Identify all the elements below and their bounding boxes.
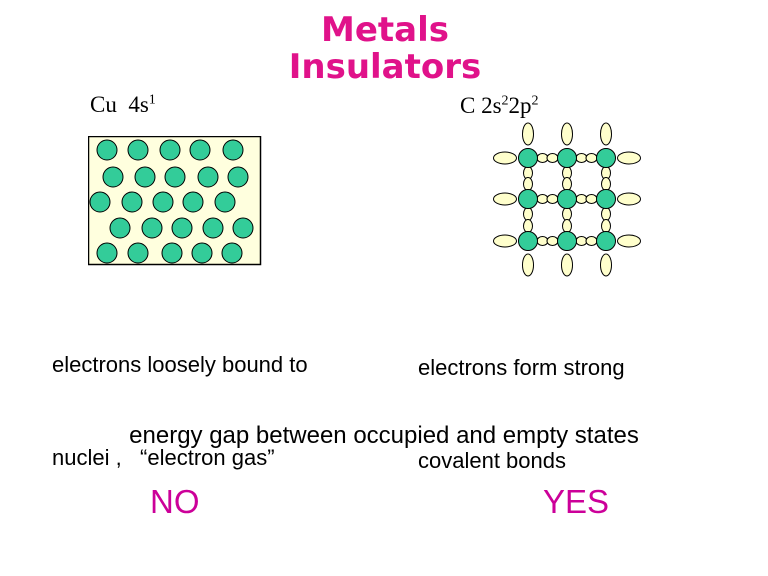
covalent-lattice-svg bbox=[493, 122, 641, 277]
metals-caption: electrons loosely bound to nuclei , “ele… bbox=[52, 287, 308, 504]
insulators-caption: electrons form strong covalent bonds bbox=[418, 290, 625, 507]
energy-gap-statement: energy gap between occupied and empty st… bbox=[129, 422, 639, 449]
carbon-config-base1: C 2s bbox=[460, 93, 502, 118]
copper-config-label: Cu 4s1 bbox=[90, 92, 156, 118]
carbon-config-base2: 2p bbox=[508, 93, 532, 118]
metals-answer-no: NO bbox=[150, 483, 200, 520]
slide-title: Metals Insulators bbox=[260, 12, 510, 86]
carbon-config-label: C 2s22p2 bbox=[460, 93, 539, 119]
metals-caption-line2: nuclei , “electron gas” bbox=[52, 445, 275, 470]
insulators-answer-yes: YES bbox=[543, 483, 610, 520]
carbon-config-superscript2: 2 bbox=[531, 93, 539, 109]
insulators-caption-line2: covalent bonds bbox=[418, 448, 566, 473]
title-line-insulators: Insulators bbox=[288, 47, 482, 87]
title-line-metals: Metals bbox=[321, 10, 449, 50]
insulators-caption-line1: electrons form strong bbox=[418, 355, 625, 380]
copper-config-superscript: 1 bbox=[148, 92, 156, 108]
metals-caption-line1: electrons loosely bound to bbox=[52, 352, 308, 377]
carbon-config-superscript1: 2 bbox=[501, 93, 509, 109]
electron-gas-diagram bbox=[88, 136, 262, 266]
copper-config-base: Cu 4s bbox=[90, 92, 149, 117]
covalent-lattice-diagram bbox=[492, 118, 644, 280]
electron-gas-svg bbox=[88, 136, 262, 266]
